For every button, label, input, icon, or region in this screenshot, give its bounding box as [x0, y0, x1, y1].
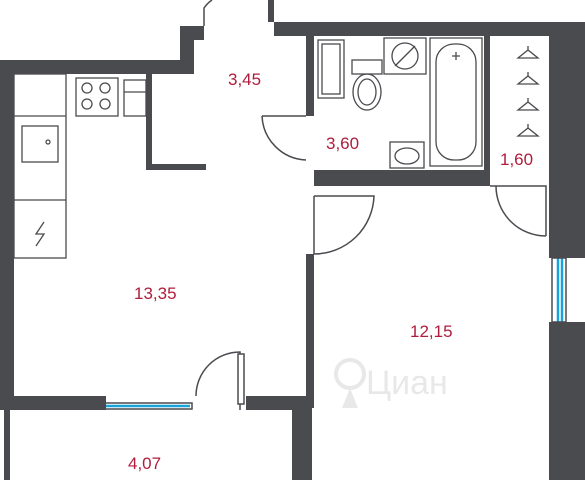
burner-1 — [81, 82, 93, 94]
wall-left — [0, 60, 14, 396]
area-wardrobe: 1,60 — [500, 150, 534, 169]
shower-head — [391, 42, 419, 70]
area-balcony: 4,07 — [128, 454, 162, 473]
door-bathroom — [261, 115, 307, 161]
wall-step-top — [180, 26, 204, 40]
watermark-logo-icon — [334, 358, 366, 408]
area-kitchen-living: 13,35 — [134, 284, 177, 303]
washing-machine — [317, 39, 345, 99]
wall-entry-jamb — [268, 0, 274, 22]
area-bedroom: 12,15 — [410, 322, 453, 341]
shower-line — [394, 45, 416, 67]
wall-top-right — [274, 22, 585, 36]
watermark: Циан — [330, 352, 510, 422]
electric-icon — [34, 221, 46, 247]
wall-kitchen-partition — [146, 74, 152, 170]
shower-box — [383, 37, 427, 75]
wall-right-lower — [549, 322, 585, 480]
wall-partition-lower — [306, 254, 314, 408]
wall-bathroom-bottom — [314, 170, 488, 186]
sink — [21, 125, 59, 163]
basin-bowl — [394, 147, 420, 165]
door-wardrobe — [490, 185, 547, 237]
bathroom-fixtures — [317, 37, 483, 169]
wall-bottom-pier — [292, 396, 312, 480]
hanger-2 — [516, 72, 540, 85]
window-right-frame — [551, 257, 567, 323]
wall-partition-upper — [306, 36, 314, 116]
toilet-bowl — [352, 73, 382, 111]
kitchen-fixtures — [13, 73, 147, 259]
toilet-seat — [357, 78, 377, 106]
burner-3 — [81, 98, 93, 110]
basin — [389, 141, 425, 169]
wall-balcony-left — [4, 410, 10, 480]
doors — [195, 0, 547, 410]
hanger-4 — [516, 124, 540, 137]
wardrobe-hangers — [516, 46, 540, 137]
window-frames — [103, 257, 567, 410]
wall-bottom-left — [0, 396, 106, 410]
bathtub — [429, 37, 483, 167]
wall-kitchen-stub — [146, 164, 206, 170]
cabinet — [123, 79, 147, 117]
washing-machine-inner — [321, 43, 341, 95]
burner-4 — [99, 98, 111, 110]
door-entrance — [203, 0, 213, 26]
burner-2 — [99, 82, 111, 94]
bathtub-tap — [452, 52, 460, 60]
toilet-tank — [351, 59, 383, 75]
windows — [106, 258, 564, 408]
area-hallway: 3,45 — [228, 70, 262, 89]
kitchen-counter — [13, 73, 67, 259]
hanger-3 — [516, 98, 540, 111]
stove — [75, 77, 119, 117]
window-bottom-frame — [103, 402, 193, 410]
wall-bath-wardrobe — [484, 36, 490, 186]
wall-right-upper — [549, 22, 585, 258]
door-bedroom — [313, 195, 375, 255]
hanger-1 — [516, 46, 540, 59]
sink-drain — [45, 139, 51, 145]
area-bathroom: 3,60 — [326, 134, 360, 153]
door-balcony — [195, 351, 241, 410]
door-balcony-leaf — [237, 353, 245, 405]
wall-top-left — [0, 60, 150, 74]
watermark-text: Циан — [366, 364, 448, 402]
bathtub-inner — [435, 43, 477, 161]
